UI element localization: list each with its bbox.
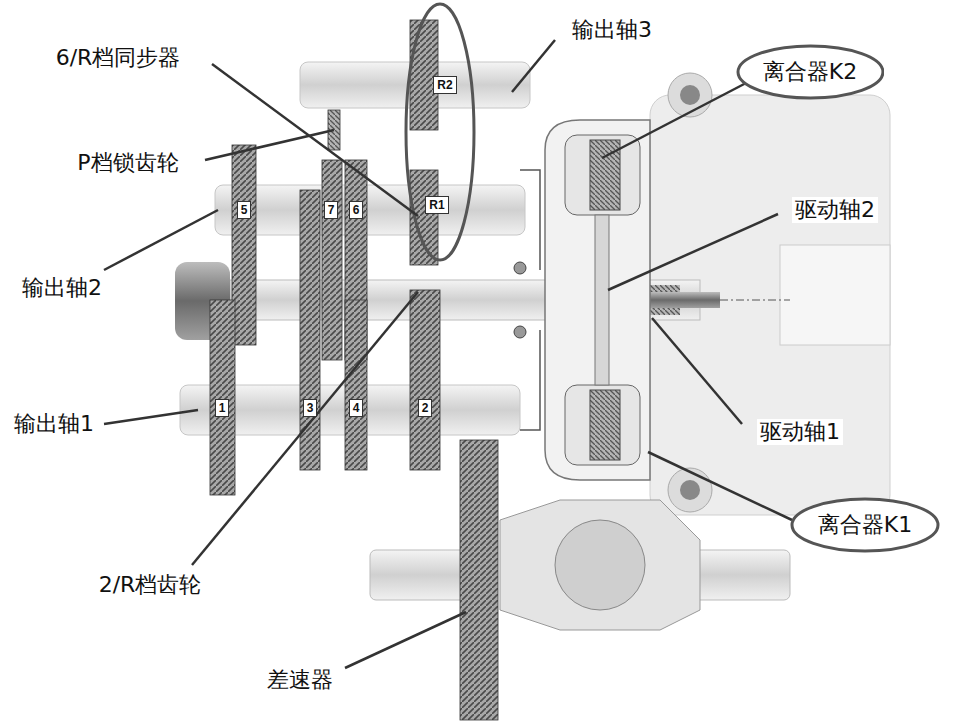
part-label: P档锁齿轮 [74, 150, 181, 176]
clutch-ellipse: 离合器K1 [790, 497, 940, 553]
gear-number: 2 [418, 399, 433, 417]
part-label: 差速器 [264, 667, 336, 693]
gear-number: 7 [324, 201, 339, 219]
gears [210, 20, 440, 495]
part-label: 驱动轴1 [757, 419, 843, 445]
clutch-label: 离合器K1 [818, 512, 912, 538]
part-label: 2/R档齿轮 [96, 572, 205, 598]
clutch-ellipse: 离合器K2 [736, 44, 885, 100]
drive-shaft [175, 262, 790, 340]
gear-number: 5 [237, 201, 252, 219]
highlight-ring [406, 4, 474, 260]
gear-number: 6 [349, 201, 364, 219]
part-label: 输出轴3 [569, 17, 655, 43]
part-label: 输出轴2 [19, 275, 105, 301]
part-label: 6/R档同步器 [53, 45, 184, 71]
part-label: 输出轴1 [11, 411, 97, 437]
leader-lines [104, 40, 792, 668]
clutch-label: 离合器K2 [763, 59, 857, 85]
gear-number: R1 [425, 196, 448, 214]
part-label: 驱动轴2 [792, 197, 878, 223]
gear-number: 1 [215, 399, 230, 417]
gear-number: 4 [349, 399, 364, 417]
differential [370, 440, 790, 720]
gear-number: 3 [303, 399, 318, 417]
clutch-pack [514, 120, 650, 480]
gear-number: R2 [433, 76, 456, 94]
